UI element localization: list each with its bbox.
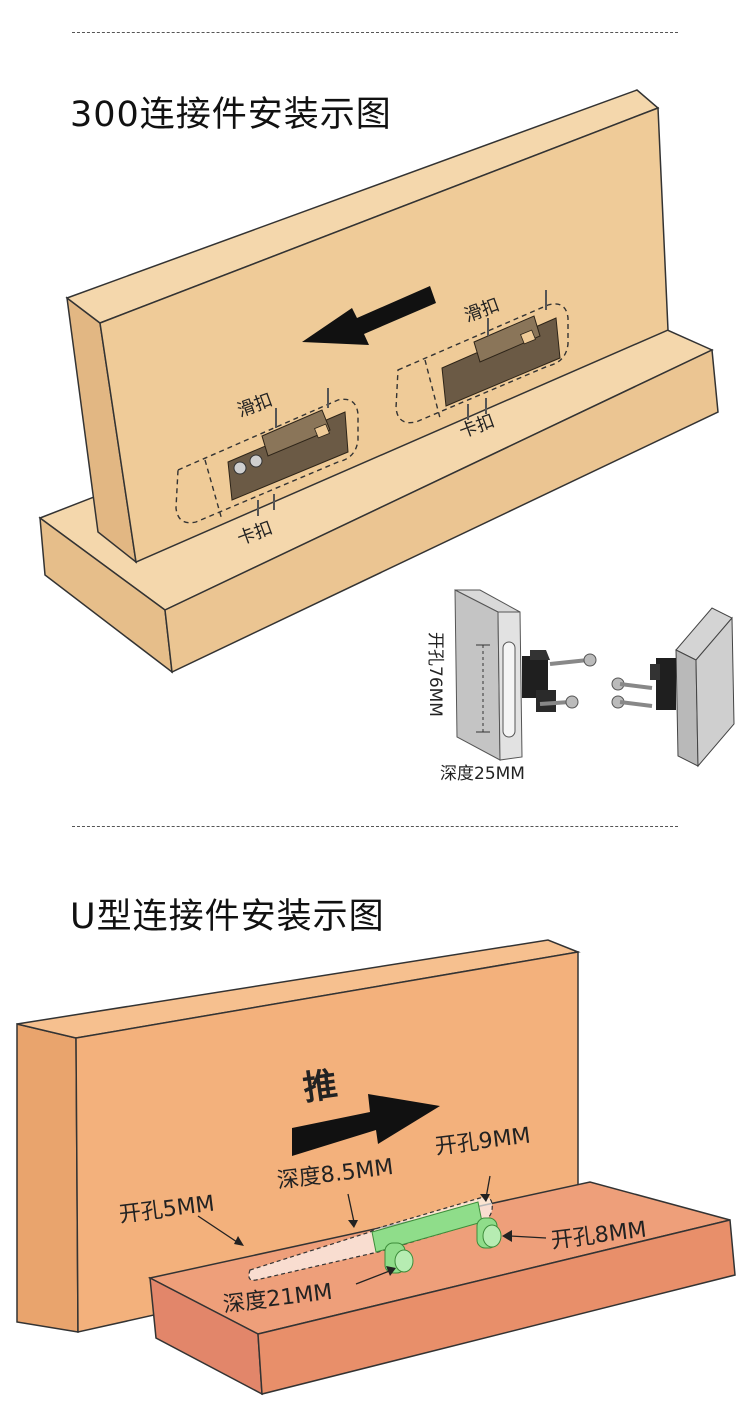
connector-left [227,388,349,516]
inset-screws-left [539,653,597,709]
u-connector [371,1201,502,1274]
upright-panel [65,89,669,564]
push-label: 推 [301,1065,340,1109]
groove-right [395,303,569,424]
push-right-arrow [292,1094,440,1156]
connector-right [441,290,561,420]
inset-connector-clip [522,650,556,712]
leader-arrow-depth85 [348,1220,358,1228]
depth-25mm-label: 深度25MM [440,764,525,784]
leader-arrow-depth21 [386,1266,396,1276]
divider-top [72,32,678,33]
leader-arrow-hole8 [502,1230,512,1242]
inset-grey-panel [650,607,735,768]
leader-arrow-hole5 [234,1236,244,1246]
divider-middle [72,826,678,827]
u-connector-diagram: 推 开孔5MM 深度8.5MM 开孔9MM 开孔8MM 深度21MM [16,939,736,1396]
slide-left-arrow [302,286,436,345]
section2-title: U型连接件安装示图 [70,897,385,937]
hole-76mm-label: 开孔76MM [425,632,445,717]
groove-left [175,398,359,524]
leader-lines [197,1175,547,1285]
inset-screws-right [611,677,653,709]
inset-slot-block [454,589,523,761]
section1-title: 300连接件安装示图 [70,95,392,135]
connector-300-diagram: 滑扣 卡扣 滑扣 卡扣 开孔76MM 深度25MM [38,89,735,784]
leader-arrow-hole9 [480,1194,490,1202]
